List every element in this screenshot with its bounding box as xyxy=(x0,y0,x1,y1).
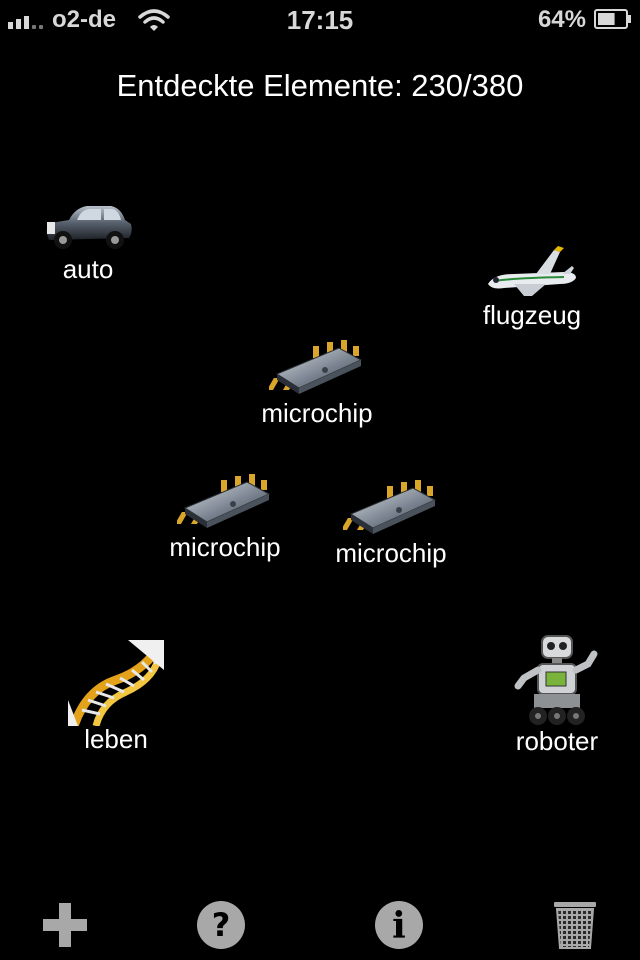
dna-icon xyxy=(68,640,164,726)
element-label: leben xyxy=(84,724,148,754)
svg-text:?: ? xyxy=(212,906,231,944)
info-icon: i xyxy=(375,901,423,949)
bottom-toolbar: ? i xyxy=(0,880,640,960)
element-microchip-3[interactable]: microchip xyxy=(321,478,461,569)
microchip-icon xyxy=(177,474,271,528)
element-label: microchip xyxy=(335,538,447,568)
element-label: microchip xyxy=(261,398,373,428)
battery-icon xyxy=(594,9,631,29)
microchip-icon xyxy=(269,340,363,394)
robot-icon xyxy=(514,635,598,725)
element-label: microchip xyxy=(169,532,281,562)
car-icon xyxy=(46,206,132,249)
help-button[interactable]: ? xyxy=(194,898,248,952)
info-button[interactable]: i xyxy=(372,898,426,952)
status-time: 17:15 xyxy=(286,5,354,35)
trash-icon xyxy=(554,902,596,949)
element-label: roboter xyxy=(515,726,599,756)
help-icon: ? xyxy=(197,901,245,949)
element-roboter[interactable]: roboter xyxy=(500,632,614,757)
microchip-icon xyxy=(343,480,437,534)
element-auto[interactable]: auto xyxy=(38,196,138,285)
trash-button[interactable] xyxy=(548,898,602,952)
element-label: flugzeug xyxy=(482,300,582,330)
battery-percent: 64% xyxy=(537,6,586,33)
plus-icon xyxy=(43,903,87,947)
element-label: auto xyxy=(62,254,114,284)
carrier-name: o2-de xyxy=(52,6,117,33)
element-flugzeug[interactable]: flugzeug xyxy=(470,244,594,331)
discovered-elements-counter: Entdeckte Elemente: 230/380 xyxy=(116,68,524,103)
element-microchip-1[interactable]: microchip xyxy=(247,338,387,429)
airplane-icon xyxy=(488,246,576,296)
add-element-button[interactable] xyxy=(38,898,92,952)
wifi-icon xyxy=(138,9,170,31)
element-leben[interactable]: leben xyxy=(64,640,168,755)
element-microchip-2[interactable]: microchip xyxy=(155,472,295,563)
svg-text:i: i xyxy=(392,905,406,947)
status-bar: o2-de 17:15 64% xyxy=(0,0,640,40)
signal-strength-icon xyxy=(8,11,43,29)
